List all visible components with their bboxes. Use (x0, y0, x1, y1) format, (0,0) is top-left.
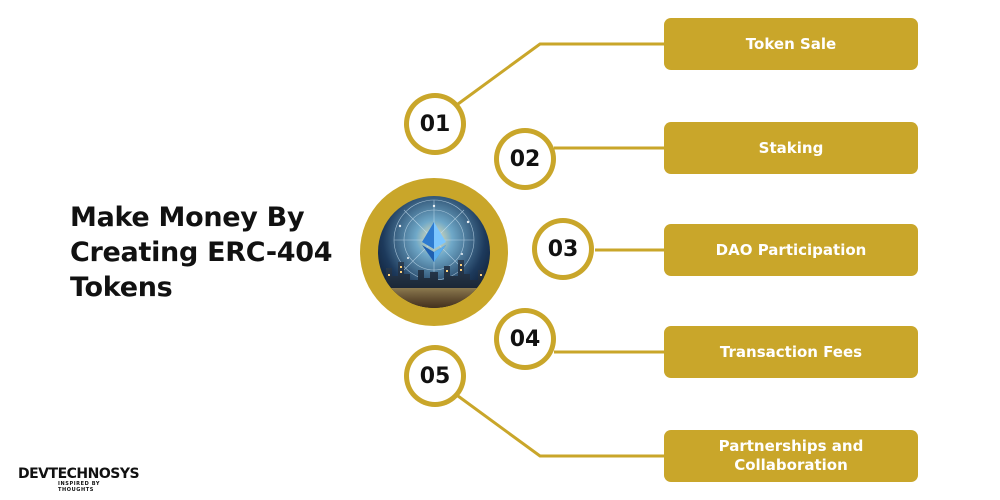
step-number-02: 02 (494, 128, 556, 190)
step-number-03: 03 (532, 218, 594, 280)
item-box-token-sale: Token Sale (664, 18, 918, 70)
ethereum-city-icon (378, 196, 490, 308)
item-box-partnerships: Partnerships and Collaboration (664, 430, 918, 482)
step-number-05: 05 (404, 345, 466, 407)
step-number-04-label: 04 (499, 313, 551, 365)
hub-ring (360, 178, 508, 326)
company-logo: DEVTECHNOSYS INSPIRED BY THOUGHTS (18, 466, 140, 493)
page-title: Make Money By Creating ERC-404 Tokens (70, 202, 333, 303)
item-box-transaction-fees: Transaction Fees (664, 326, 918, 378)
step-number-05-label: 05 (409, 350, 461, 402)
item-box-dao-participation: DAO Participation (664, 224, 918, 276)
step-number-01-label: 01 (409, 98, 461, 150)
step-number-01: 01 (404, 93, 466, 155)
step-number-03-label: 03 (537, 223, 589, 275)
step-number-02-label: 02 (499, 133, 551, 185)
connector-05 (457, 394, 664, 458)
connector-01 (457, 42, 664, 106)
step-number-04: 04 (494, 308, 556, 370)
logo-tagline: INSPIRED BY THOUGHTS (58, 481, 101, 493)
item-box-staking: Staking (664, 122, 918, 174)
logo-wordmark: DEVTECHNOSYS (18, 466, 140, 482)
